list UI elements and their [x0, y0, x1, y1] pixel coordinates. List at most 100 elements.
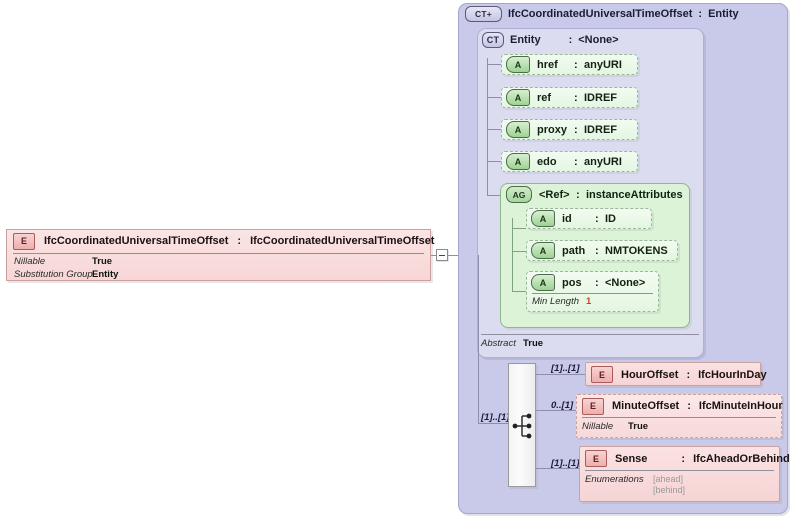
particle-cardinality-sense: [1]..[1] [551, 458, 580, 469]
content-model-header[interactable]: CT+ IfcCoordinatedUniversalTimeOffset : … [465, 6, 739, 22]
attribute-edo[interactable]: A edo : anyURI [501, 151, 638, 172]
element-sense[interactable]: E Sense : IfcAheadOrBehind Enumerations … [579, 446, 790, 502]
element-separator: : [686, 368, 691, 381]
facet-key-enumerations: Enumerations [585, 474, 644, 485]
attribute-name: href [537, 58, 558, 71]
facet-value-nillable: True [628, 421, 649, 432]
sequence-entry-line [478, 423, 508, 424]
attribute-icon: A [506, 153, 530, 170]
attribute-pos[interactable]: A pos : <None> Min Length 1 [526, 271, 659, 312]
group-attribute-tree-spine [512, 218, 513, 291]
attribute-type: IDREF [584, 91, 617, 104]
complex-type-icon: CT [482, 32, 504, 48]
attribute-separator: : [574, 91, 578, 104]
attribute-separator: : [574, 155, 578, 168]
attribute-group-name: <Ref> [539, 188, 570, 201]
attribute-branch-proxy [487, 129, 501, 130]
root-element-box[interactable]: E IfcCoordinatedUniversalTimeOffset : If… [6, 229, 434, 281]
attribute-name: id [562, 212, 572, 225]
particle-cardinality-hour: [1]..[1] [551, 363, 580, 374]
attribute-type: ID [605, 212, 616, 225]
attribute-group-icon: AG [506, 186, 532, 203]
element-houroffset[interactable]: E HourOffset : IfcHourInDay [585, 362, 767, 386]
attribute-ref[interactable]: A ref : IDREF [501, 87, 638, 108]
facet-value-substitution-group: Entity [92, 269, 119, 280]
facet-key-nillable: Nillable [14, 256, 46, 267]
complex-type-expand-icon[interactable]: CT+ [465, 6, 502, 22]
attribute-path[interactable]: A path : NMTOKENS [526, 240, 678, 261]
element-separator: : [687, 400, 691, 412]
attribute-id[interactable]: A id : ID [526, 208, 652, 229]
facet-value-nillable: True [92, 256, 113, 267]
element-name: HourOffset [621, 368, 679, 381]
content-model-type: Entity [708, 8, 739, 20]
attribute-name: edo [537, 155, 557, 168]
attribute-type: IDREF [584, 123, 617, 136]
attribute-name: path [562, 244, 586, 257]
element-separator: : [681, 452, 686, 465]
group-attribute-branch-path [512, 251, 526, 252]
attribute-icon: A [506, 56, 530, 73]
element-type: IfcAheadOrBehind [693, 452, 790, 465]
facet-key-min-length: Min Length [532, 296, 580, 307]
collapse-toggle[interactable] [436, 249, 448, 261]
root-element-name: IfcCoordinatedUniversalTimeOffset [44, 235, 229, 247]
base-type-header[interactable]: CT Entity : <None> [482, 32, 619, 48]
content-model-separator: : [698, 8, 703, 20]
attribute-href[interactable]: A href : anyURI [501, 54, 638, 75]
group-attribute-branch-id [512, 228, 526, 229]
element-name: Sense [615, 452, 648, 465]
attribute-group-type: instanceAttributes [586, 188, 683, 201]
attribute-separator: : [574, 58, 578, 71]
particle-connector-minute [536, 410, 576, 411]
attribute-branch-ref [487, 97, 501, 98]
base-type-separator: : [568, 34, 573, 46]
facet-key-nillable: Nillable [582, 421, 614, 432]
group-attribute-branch-pos [512, 291, 526, 292]
attribute-separator: : [595, 244, 599, 257]
complex-type-icon-label: CT+ [475, 8, 492, 19]
base-type-type: <None> [578, 34, 619, 46]
element-type: IfcMinuteInHour [698, 400, 783, 412]
element-name: MinuteOffset [612, 400, 680, 412]
attribute-proxy[interactable]: A proxy : IDREF [501, 119, 638, 140]
attribute-group-header[interactable]: AG <Ref> : instanceAttributes [506, 186, 683, 203]
attribute-separator: : [595, 212, 599, 225]
sequence-icon [512, 413, 532, 439]
particle-cardinality-minute: 0..[1] [551, 400, 574, 411]
element-icon: E [582, 397, 604, 415]
facet-key-abstract: Abstract [481, 338, 516, 349]
attribute-icon: A [531, 210, 555, 227]
attribute-branch-group [487, 195, 500, 196]
attribute-icon: A [506, 89, 530, 106]
attribute-branch-edo [487, 161, 501, 162]
attribute-name: proxy [537, 123, 567, 136]
sequence-compositor[interactable] [508, 363, 536, 487]
attribute-separator: : [595, 276, 599, 289]
attribute-branch-href [487, 64, 501, 65]
root-element-separator: : [237, 235, 242, 247]
attribute-icon: A [506, 121, 530, 138]
base-type-name: Entity [510, 34, 541, 46]
facet-value-enumerations: [ahead] [behind] [653, 474, 686, 495]
attribute-type: anyURI [584, 155, 622, 168]
sequence-entry-spine [478, 255, 479, 423]
particle-connector-hour [536, 374, 588, 375]
facet-value-min-length: 1 [586, 296, 592, 307]
base-type-facets: Abstract True [481, 334, 699, 349]
element-minuteoffset[interactable]: E MinuteOffset : IfcMinuteInHour Nillabl… [576, 394, 783, 438]
facet-value-abstract: True [523, 338, 544, 349]
sequence-cardinality: [1]..[1] [481, 412, 510, 423]
content-model-name: IfcCoordinatedUniversalTimeOffset [508, 8, 693, 20]
element-icon: E [13, 232, 35, 250]
attribute-type: anyURI [584, 58, 622, 71]
attribute-separator: : [574, 123, 578, 136]
attribute-group-separator: : [576, 188, 580, 201]
connector-root-to-handle [431, 255, 436, 256]
element-type: IfcHourInDay [698, 368, 767, 381]
particle-connector-sense [536, 468, 579, 469]
attribute-name: pos [562, 276, 582, 289]
element-icon: E [591, 366, 613, 383]
attribute-tree-spine [487, 58, 488, 196]
